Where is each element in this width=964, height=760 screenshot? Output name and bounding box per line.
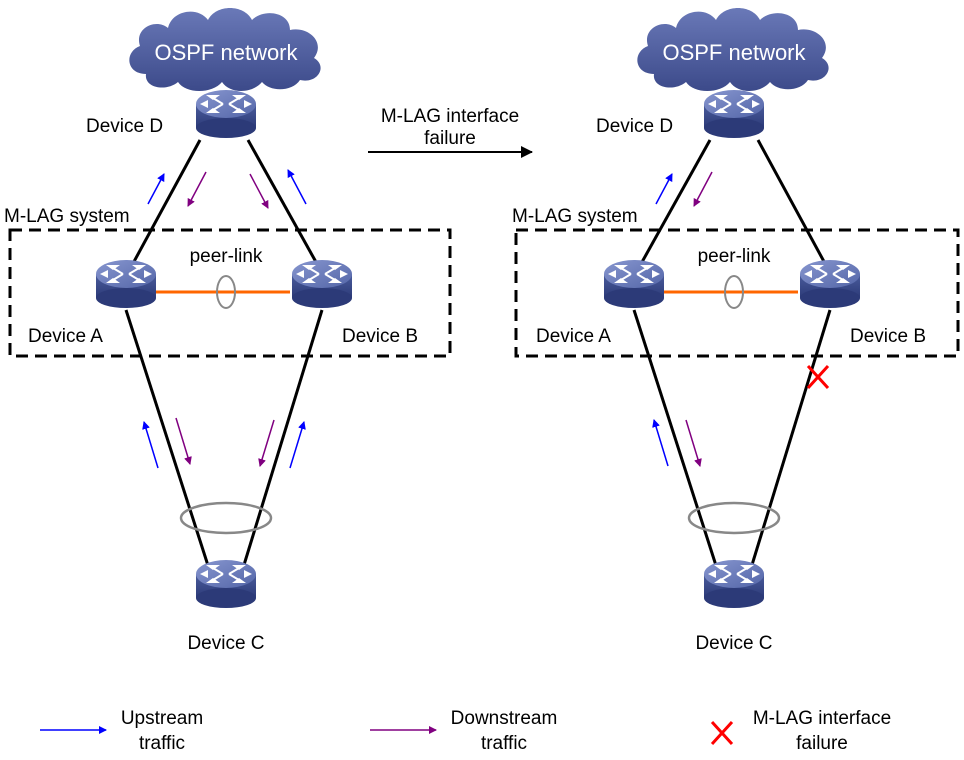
- downstream-arrow: [258, 419, 275, 467]
- transition: M-LAG interface failure: [368, 106, 533, 158]
- device-a-switch-icon: [603, 259, 665, 309]
- upstream-arrow: [147, 173, 165, 205]
- downstream-arrow: [175, 417, 192, 465]
- link-d-b: [756, 139, 836, 281]
- peer-link-ellipse: [216, 275, 236, 309]
- device-d-label: Device D: [86, 116, 163, 137]
- device-d-switch-icon: [195, 89, 257, 139]
- legend-downstream-label-line1: Downstream: [451, 708, 558, 729]
- cloud-label: OSPF network: [662, 40, 806, 65]
- link-b-c: [746, 309, 832, 579]
- peer-link-ellipse: [724, 275, 744, 309]
- upstream-arrow: [287, 169, 307, 205]
- device-c-label: Device C: [187, 633, 264, 654]
- device-c-switch-icon: [195, 559, 257, 609]
- device-d-switch-icon: [703, 89, 765, 139]
- device-c-switch-icon: [703, 559, 765, 609]
- device-d-label: Device D: [596, 116, 673, 137]
- link-a-c: [632, 309, 722, 579]
- downstream-arrow: [685, 419, 702, 467]
- device-b-switch-icon: [799, 259, 861, 309]
- legend-red-x-icon: [710, 720, 734, 746]
- transition-label-line2: failure: [424, 128, 476, 149]
- transition-label-line1: M-LAG interface: [381, 106, 519, 127]
- downstream-arrow: [187, 171, 207, 207]
- device-a-switch-icon: [95, 259, 157, 309]
- cloud-label: OSPF network: [154, 40, 298, 65]
- device-a-label: Device A: [28, 326, 103, 347]
- legend: Upstream traffic Downstream traffic M-LA…: [40, 708, 891, 754]
- link-d-b: [246, 139, 328, 281]
- upstream-arrow: [289, 421, 306, 469]
- peer-link-label: peer-link: [698, 246, 771, 267]
- device-b-label: Device B: [342, 326, 418, 347]
- downstream-arrow: [693, 171, 713, 207]
- device-b-label: Device B: [850, 326, 926, 347]
- link-d-a: [122, 139, 202, 281]
- legend-failure-label-line2: failure: [796, 733, 848, 754]
- legend-upstream-label-line2: traffic: [139, 733, 185, 754]
- upstream-arrow: [652, 419, 669, 467]
- lag-ellipse: [179, 501, 273, 535]
- legend-failure-label-line1: M-LAG interface: [753, 708, 891, 729]
- device-a-label: Device A: [536, 326, 611, 347]
- legend-downstream-label-line2: traffic: [481, 733, 527, 754]
- m-lag-system-label: M-LAG system: [512, 206, 638, 227]
- right-scenario: OSPF network Device D M-LAG system peer-…: [512, 8, 960, 654]
- device-c-label: Device C: [695, 633, 772, 654]
- link-b-c: [238, 309, 324, 579]
- link-a-c: [124, 309, 214, 579]
- downstream-arrow: [249, 173, 269, 209]
- left-scenario: OSPF network Device D M-LAG system peer-…: [4, 8, 452, 654]
- upstream-arrow: [655, 173, 673, 205]
- m-lag-system-box: [8, 228, 452, 358]
- m-lag-system-label: M-LAG system: [4, 206, 130, 227]
- lag-ellipse: [687, 501, 781, 535]
- upstream-arrow: [142, 421, 159, 469]
- red-x-icon: [806, 364, 830, 390]
- device-b-switch-icon: [291, 259, 353, 309]
- m-lag-system-box: [514, 228, 960, 358]
- legend-upstream-label-line1: Upstream: [121, 708, 203, 729]
- peer-link-label: peer-link: [190, 246, 263, 267]
- link-d-a: [630, 139, 712, 281]
